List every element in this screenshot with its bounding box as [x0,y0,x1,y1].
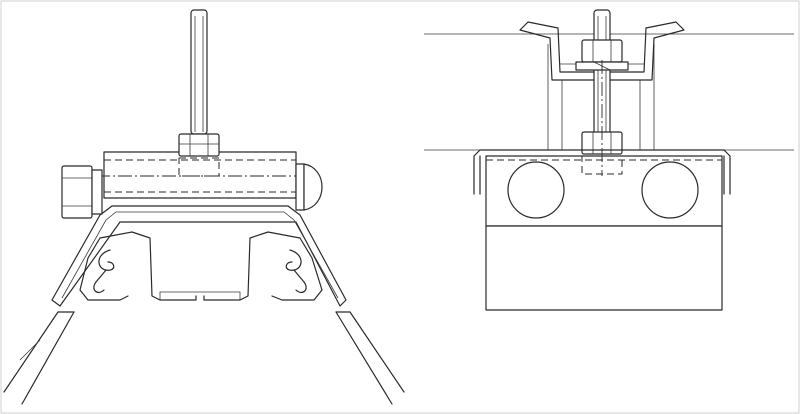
clamp-outer-contour [51,205,347,307]
mounting-rail-left-leg [3,311,75,405]
bolt-hole-left [507,161,565,219]
left-view-front-section [3,9,405,405]
spring-hook-left [93,249,115,294]
bolt-hole-right [641,161,699,219]
clamp-inner-contour [61,211,339,299]
right-view-side-elevation [424,9,794,311]
channel-profile-right [203,231,323,301]
channel-center-gap [159,291,241,300]
top-clamp-plate [103,151,297,199]
threaded-rod-left [190,9,208,135]
hex-nut-left [178,133,220,157]
mounting-rail-right-leg [335,311,405,405]
top-hat-bracket [519,21,685,81]
channel-profile-left [79,231,197,301]
side-bolt-hex-head [61,165,103,219]
hidden-nut-left [178,157,220,177]
spring-hook-right [285,249,307,294]
side-bolt-dome-nut [295,163,323,211]
